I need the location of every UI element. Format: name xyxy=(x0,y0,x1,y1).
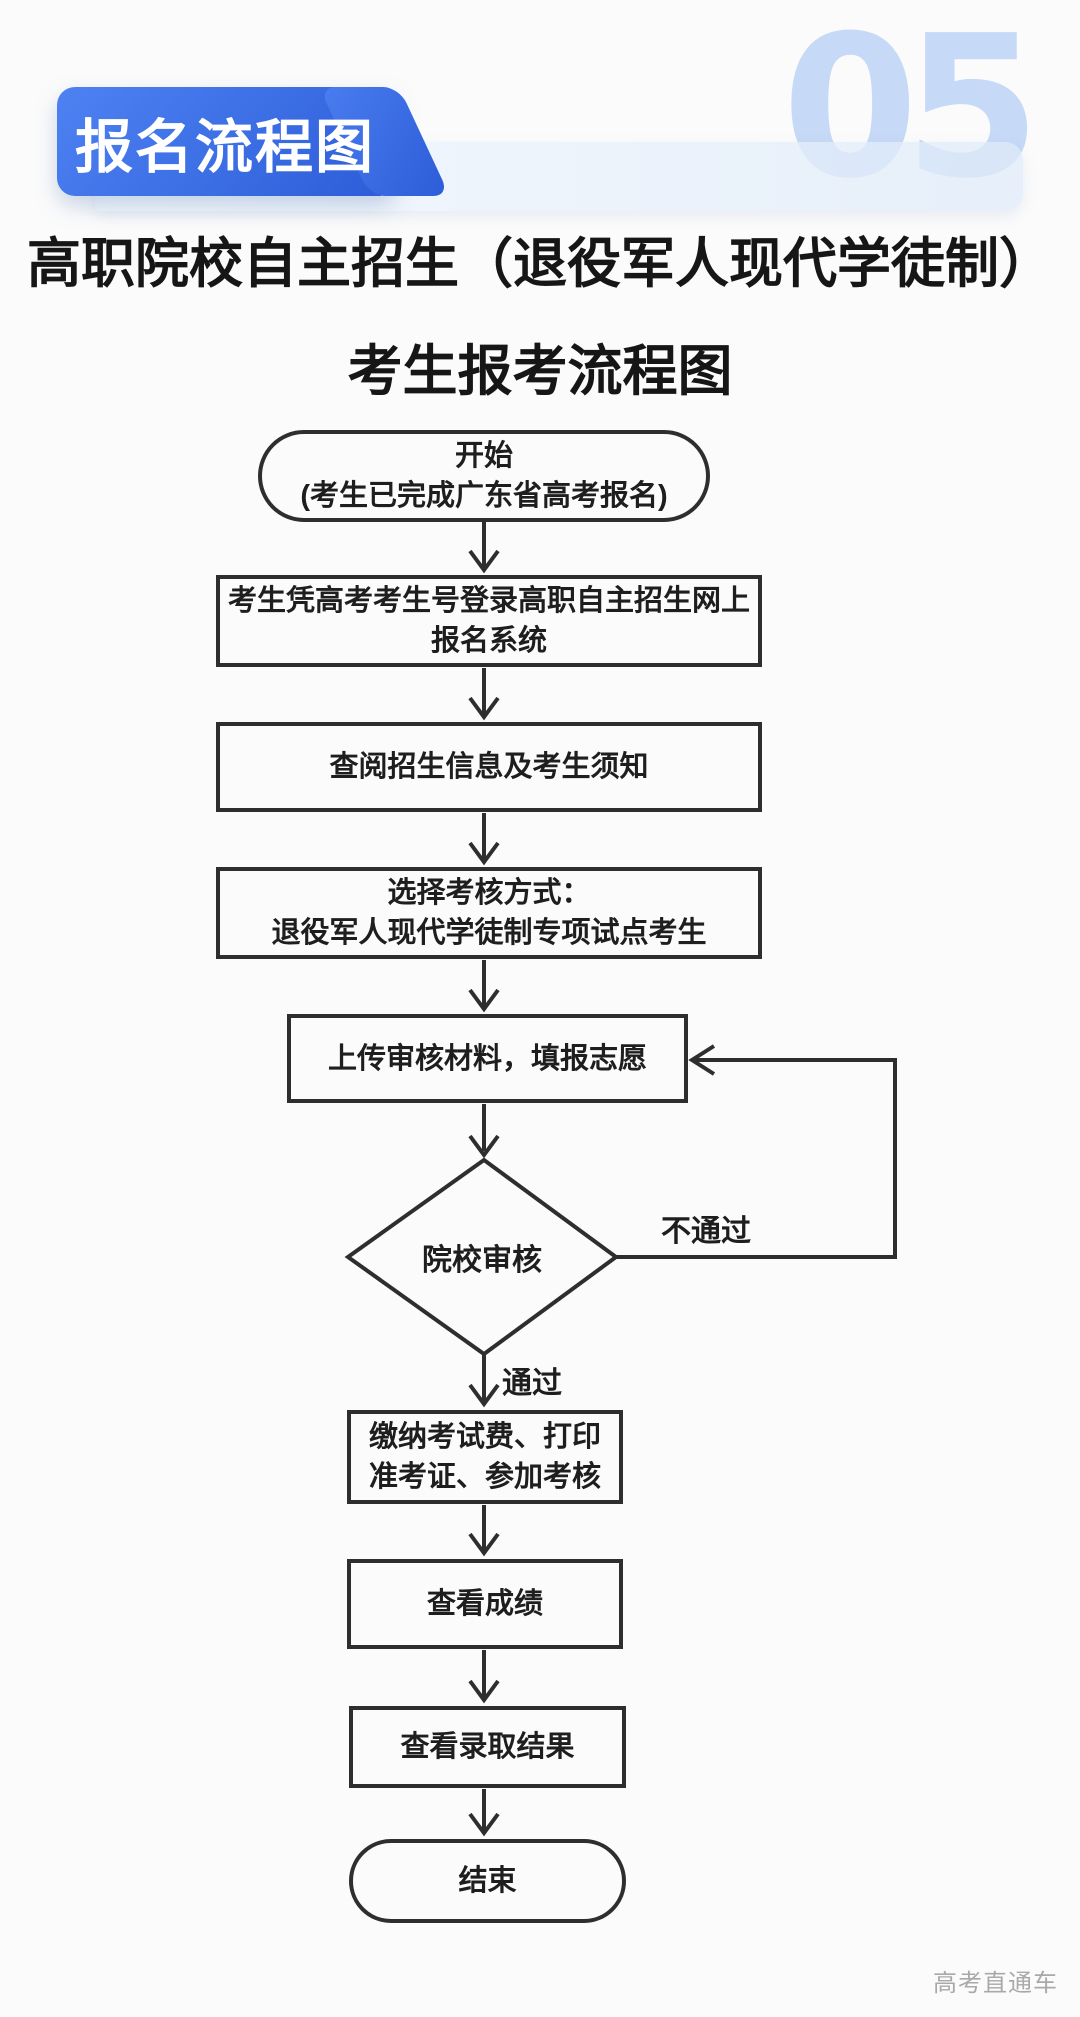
arrow-pay-to-score xyxy=(468,1505,500,1557)
node-line: 报名系统 xyxy=(430,625,547,657)
arrow-score-to-result xyxy=(468,1650,500,1704)
node-line: 查阅招生信息及考生须知 xyxy=(329,751,649,783)
arrow-read-to-choose xyxy=(468,813,500,866)
badge-label: 报名流程图 xyxy=(75,114,376,180)
page-title: 高职院校自主招生（退役军人现代学徒制） xyxy=(27,234,1053,294)
flow-node-start: 开始 (考生已完成广东省高考报名) xyxy=(258,430,710,522)
arrow-review-to-pay xyxy=(468,1355,500,1408)
watermark: 高考直通车 xyxy=(933,1970,1058,1997)
node-line: 考生凭高考考生号登录高职自主招生网上 xyxy=(227,585,750,617)
flow-node-end: 结束 xyxy=(349,1839,626,1923)
arrow-choose-to-upload xyxy=(468,960,500,1013)
arrow-start-to-login xyxy=(468,522,500,574)
arrow-upload-to-review xyxy=(468,1104,500,1159)
section-badge: 报名流程图 xyxy=(57,87,450,196)
node-line: 退役军人现代学徒制专项试点考生 xyxy=(271,917,707,949)
arrow-login-to-read xyxy=(468,668,500,721)
node-line: 准考证、参加考核 xyxy=(368,1461,601,1493)
node-line: (考生已完成广东省高考报名) xyxy=(300,480,668,512)
flow-node-result: 查看录取结果 xyxy=(349,1706,626,1788)
node-line: 结束 xyxy=(458,1865,517,1897)
edge-label-pass: 通过 xyxy=(502,1367,562,1400)
flowchart-title: 考生报考流程图 xyxy=(347,340,733,402)
flow-node-review-label: 院校审核 xyxy=(422,1244,542,1277)
arrow-result-to-end xyxy=(468,1789,500,1837)
flow-node-login: 考生凭高考考生号登录高职自主招生网上 报名系统 xyxy=(216,575,762,667)
flow-node-read-info: 查阅招生信息及考生须知 xyxy=(216,722,762,812)
edge-label-fail: 不通过 xyxy=(661,1215,751,1248)
flow-node-pay: 缴纳考试费、打印 准考证、参加考核 xyxy=(347,1410,623,1504)
node-line: 选择考核方式： xyxy=(387,877,591,909)
node-line: 查看成绩 xyxy=(426,1588,543,1620)
node-line: 上传审核材料，填报志愿 xyxy=(327,1042,647,1075)
flow-node-choose-mode: 选择考核方式： 退役军人现代学徒制专项试点考生 xyxy=(216,867,762,959)
flow-node-upload: 上传审核材料，填报志愿 xyxy=(287,1014,688,1103)
node-line: 开始 xyxy=(454,440,513,472)
node-line: 缴纳考试费、打印 xyxy=(368,1421,601,1453)
flow-node-score: 查看成绩 xyxy=(347,1559,623,1649)
node-line: 查看录取结果 xyxy=(400,1731,575,1763)
